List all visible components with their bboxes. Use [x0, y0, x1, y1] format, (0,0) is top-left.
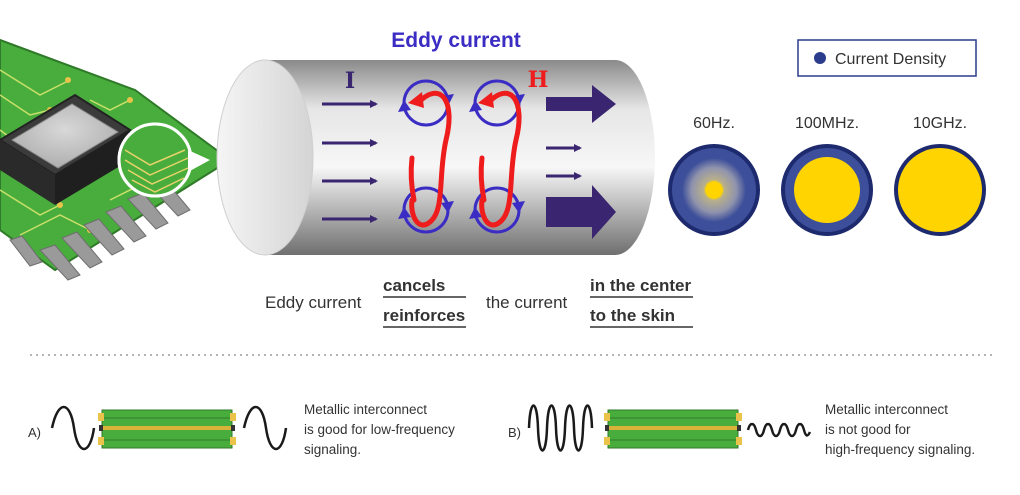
legend-label: Current Density: [835, 51, 946, 68]
interconnect-b-icon: [604, 409, 742, 449]
density-disc-10ghz: 10GHz.: [894, 115, 986, 236]
frequency-label-100mhz: 100MHz.: [795, 115, 859, 132]
current-symbol: I: [345, 68, 355, 94]
text-b-line-2: is not good for: [825, 422, 911, 437]
text-a-line-2: is good for low-frequency: [304, 422, 455, 437]
low-frequency-wave-icon: [50, 406, 96, 450]
option-reinforces: reinforces: [383, 306, 465, 325]
legend-box: Current Density: [797, 39, 977, 77]
attenuated-wave-icon: [746, 422, 812, 438]
current-arrows-out: [546, 85, 616, 239]
text-b-line-1: Metallic interconnect: [825, 402, 948, 417]
high-frequency-wave-icon: [527, 404, 594, 452]
text-a-line-1: Metallic interconnect: [304, 402, 427, 417]
diagram-title: Eddy current: [391, 29, 521, 52]
marker-a: A): [28, 425, 41, 440]
marker-b: B): [508, 425, 521, 440]
option-to-the-skin: to the skin: [590, 306, 675, 325]
density-disc-100mhz: 100MHz.: [781, 115, 873, 236]
eddy-current-loops: [408, 90, 522, 228]
pcb-chip-illustration: [0, 38, 232, 281]
option-cancels: cancels: [383, 276, 445, 295]
low-frequency-wave-out-icon: [242, 406, 288, 450]
frequency-label-10ghz: 10GHz.: [913, 115, 967, 132]
density-disc-60hz: 60Hz.: [668, 115, 760, 236]
option-in-the-center: in the center: [590, 276, 691, 295]
field-symbol: H: [528, 67, 549, 93]
sentence-part-2: the current: [486, 293, 568, 312]
current-arrows-in: [322, 100, 378, 223]
text-b-line-3: high-frequency signaling.: [825, 442, 975, 457]
text-a-line-3: signaling.: [304, 442, 361, 457]
sentence-part-1: Eddy current: [265, 293, 362, 312]
example-b: B) Metallic interconnect is not good for…: [508, 402, 975, 457]
interconnect-a-icon: [98, 409, 236, 449]
legend-dot-icon: [814, 52, 826, 64]
example-a: A) Metallic interconnect is good for low…: [28, 402, 455, 457]
eddy-sentence: Eddy current cancels reinforces the curr…: [265, 276, 693, 328]
frequency-label-60hz: 60Hz.: [693, 115, 735, 132]
